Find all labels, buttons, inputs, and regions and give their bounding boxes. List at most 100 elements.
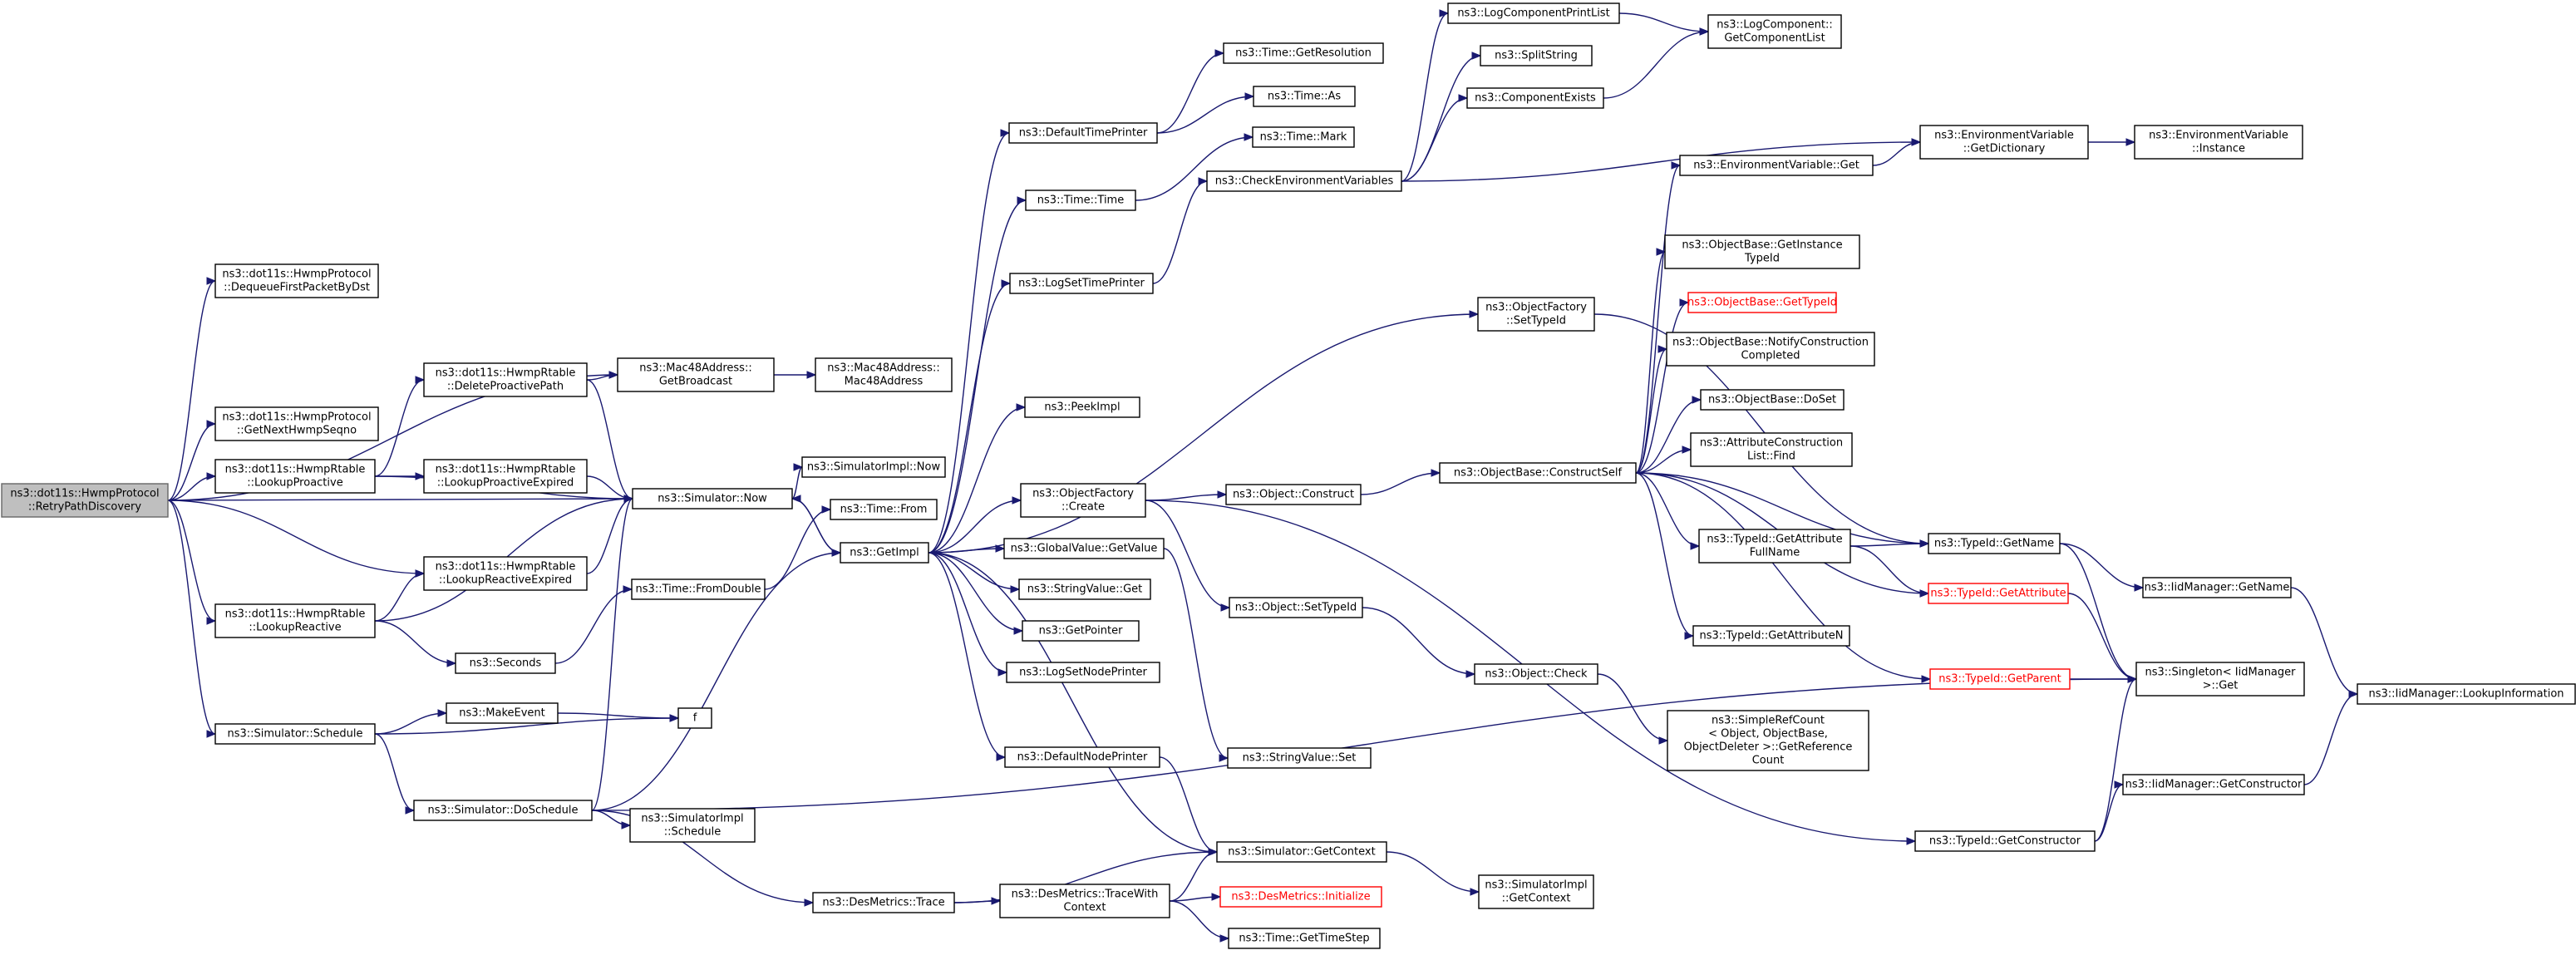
function-node-timeas[interactable]: ns3::Time::As: [1253, 86, 1356, 107]
function-node-schedule[interactable]: ns3::Simulator::Schedule: [214, 723, 376, 745]
function-node-simnow[interactable]: ns3::Simulator::Now: [632, 488, 793, 509]
function-node-doschedule[interactable]: ns3::Simulator::DoSchedule: [413, 800, 593, 821]
call-edge-line: [928, 199, 1027, 554]
function-node-seconds[interactable]: ns3::Seconds: [455, 652, 556, 674]
function-node-f[interactable]: f: [677, 707, 712, 729]
node-box: [1707, 14, 1842, 49]
function-node-envinstance[interactable]: ns3::EnvironmentVariable::Instance: [2134, 125, 2303, 160]
function-node-desmtrace[interactable]: ns3::DesMetrics::Trace: [812, 892, 955, 913]
function-node-objconstruct[interactable]: ns3::Object::Construct: [1225, 484, 1362, 505]
function-node-delproact[interactable]: ns3::dot11s::HwmpRtable::DeleteProactive…: [423, 362, 588, 397]
function-node-deftimeprinter[interactable]: ns3::DefaultTimePrinter: [1008, 122, 1158, 144]
function-node-lookreactexp[interactable]: ns3::dot11s::HwmpRtable::LookupReactiveE…: [423, 556, 588, 591]
function-node-defnodeprinter[interactable]: ns3::DefaultNodePrinter: [1004, 746, 1160, 768]
function-node-simgetctx[interactable]: ns3::Simulator::GetContext: [1216, 841, 1387, 863]
function-node-logsetnode[interactable]: ns3::LogSetNodePrinter: [1006, 662, 1160, 683]
node-label: ns3::Simulator::DoSchedule: [427, 805, 578, 817]
arrowhead-icon: [1906, 837, 1917, 845]
function-node-objfactsettypeid[interactable]: ns3::ObjectFactory::SetTypeId: [1477, 297, 1595, 332]
function-node-nextseq[interactable]: ns3::dot11s::HwmpProtocol::GetNextHwmpSe…: [214, 406, 379, 441]
function-node-logsettime[interactable]: ns3::LogSetTimePrinter: [1009, 273, 1154, 294]
function-node-notifyconstr[interactable]: ns3::ObjectBase::NotifyConstructionCompl…: [1666, 332, 1875, 367]
node-label: ::GetDictionary: [1963, 143, 2046, 155]
function-node-makeevent[interactable]: ns3::MakeEvent: [446, 702, 559, 724]
node-label: ObjectDeleter >::GetReference: [1684, 741, 1853, 754]
function-node-logcompprint[interactable]: ns3::LogComponentPrintList: [1447, 2, 1620, 24]
function-node-iidgetname[interactable]: ns3::IidManager::GetName: [2142, 577, 2292, 598]
function-node-envgetdict[interactable]: ns3::EnvironmentVariable::GetDictionary: [1919, 125, 2089, 160]
function-node-singleton[interactable]: ns3::Singleton< IidManager>::Get: [2135, 662, 2305, 697]
function-node-objcheck[interactable]: ns3::Object::Check: [1474, 663, 1598, 685]
function-node-getpointer[interactable]: ns3::GetPointer: [1022, 620, 1140, 642]
arrowhead-icon: [1198, 177, 1209, 185]
node-box: [1225, 484, 1362, 505]
call-edge-line: [791, 466, 803, 500]
function-node-desminit[interactable]: ns3::DesMetrics::Initialize: [1219, 886, 1382, 908]
function-node-lookproact[interactable]: ns3::dot11s::HwmpRtable::LookupProactive: [214, 459, 376, 494]
node-label: ns3::EnvironmentVariable: [1934, 130, 2074, 142]
arrowhead-icon: [2134, 583, 2145, 592]
node-box: [629, 808, 756, 843]
function-node-stringget[interactable]: ns3::StringValue::Get: [1018, 578, 1151, 600]
node-label: < Object, ObjectBase,: [1708, 728, 1828, 741]
call-edge-line: [928, 283, 1011, 554]
function-node-logcompget[interactable]: ns3::LogComponent::GetComponentList: [1707, 14, 1842, 49]
call-edge-line: [167, 500, 216, 735]
function-node-getbroadcast[interactable]: ns3::Mac48Address::GetBroadcast: [617, 357, 775, 392]
function-node-objsettypeid[interactable]: ns3::Object::SetTypeId: [1229, 597, 1363, 618]
call-edge-objsettypeid-to-objcheck: [1362, 607, 1476, 678]
function-node-getattrn[interactable]: ns3::TypeId::GetAttributeN: [1692, 625, 1850, 647]
function-node-timegetstep[interactable]: ns3::Time::GetTimeStep: [1228, 928, 1381, 949]
function-node-simimplgetctx[interactable]: ns3::SimulatorImpl::GetContext: [1478, 874, 1594, 909]
arrowhead-icon: [1244, 92, 1255, 101]
function-node-fromdouble[interactable]: ns3::Time::FromDouble: [631, 578, 766, 600]
function-node-lookproactexp[interactable]: ns3::dot11s::HwmpRtable::LookupProactive…: [423, 459, 588, 494]
node-box: [1664, 234, 1860, 269]
function-node-iidgetconstr[interactable]: ns3::IidManager::GetConstructor: [2122, 774, 2305, 795]
function-node-checkenv[interactable]: ns3::CheckEnvironmentVariables: [1206, 170, 1402, 192]
function-node-timefrom[interactable]: ns3::Time::From: [830, 499, 938, 520]
function-node-iidlookup[interactable]: ns3::IidManager::LookupInformation: [2357, 683, 2576, 705]
arrowhead-icon: [1214, 49, 1225, 57]
node-box: [214, 263, 379, 298]
function-node-dequeue[interactable]: ns3::dot11s::HwmpProtocol::DequeueFirstP…: [214, 263, 379, 298]
function-node-simimplnow[interactable]: ns3::SimulatorImpl::Now: [801, 456, 946, 478]
function-node-getimpl[interactable]: ns3::GetImpl: [840, 542, 929, 564]
function-node-mac48[interactable]: ns3::Mac48Address::Mac48Address: [815, 357, 953, 392]
node-label: ns3::Singleton< IidManager: [2145, 667, 2296, 679]
call-edge-line: [2303, 693, 2358, 785]
function-node-lookreact[interactable]: ns3::dot11s::HwmpRtable::LookupReactive: [214, 603, 376, 638]
call-edge-line: [167, 280, 216, 501]
function-node-gettypeid[interactable]: ns3::ObjectBase::GetTypeId: [1687, 292, 1837, 313]
function-node-simimplsched[interactable]: ns3::SimulatorImpl::Schedule: [629, 808, 756, 843]
function-node-objfactcreate[interactable]: ns3::ObjectFactory::Create: [1020, 483, 1146, 518]
function-node-doset[interactable]: ns3::ObjectBase::DoSet: [1700, 389, 1845, 411]
function-node-typegetconstr[interactable]: ns3::TypeId::GetConstructor: [1914, 830, 2096, 852]
function-node-peekimpl[interactable]: ns3::PeekImpl: [1024, 396, 1140, 418]
function-node-timemark[interactable]: ns3::Time::Mark: [1252, 126, 1355, 148]
node-box: [1447, 2, 1620, 24]
function-node-envget[interactable]: ns3::EnvironmentVariable::Get: [1679, 155, 1874, 176]
node-label: ns3::TypeId::GetAttribute: [1930, 588, 2066, 600]
function-node-timegetres[interactable]: ns3::Time::GetResolution: [1223, 42, 1384, 64]
function-node-splitstring[interactable]: ns3::SplitString: [1480, 45, 1593, 66]
node-box: [1690, 432, 1853, 467]
function-node-constructself[interactable]: ns3::ObjectBase::ConstructSelf: [1439, 462, 1637, 484]
function-node-typegetattr[interactable]: ns3::TypeId::GetAttribute: [1928, 583, 2069, 604]
arrowhead-icon: [1679, 298, 1690, 307]
function-node-simplerefcount[interactable]: ns3::SimpleRefCount< Object, ObjectBase,…: [1667, 710, 1869, 771]
function-node-typegetparent[interactable]: ns3::TypeId::GetParent: [1929, 668, 2071, 690]
node-box: [1478, 874, 1594, 909]
function-node-stringset[interactable]: ns3::StringValue::Set: [1227, 747, 1372, 769]
function-node-timetime[interactable]: ns3::Time::Time: [1025, 190, 1136, 211]
function-node-compexists[interactable]: ns3::ComponentExists: [1466, 87, 1604, 109]
function-node-typegetname[interactable]: ns3::TypeId::GetName: [1928, 533, 2061, 554]
node-label: GetBroadcast: [659, 376, 732, 388]
arrowhead-icon: [206, 277, 217, 285]
function-node-globalget[interactable]: ns3::GlobalValue::GetValue: [1003, 538, 1165, 559]
function-node-root[interactable]: ns3::dot11s::HwmpProtocol::RetryPathDisc…: [1, 483, 169, 518]
